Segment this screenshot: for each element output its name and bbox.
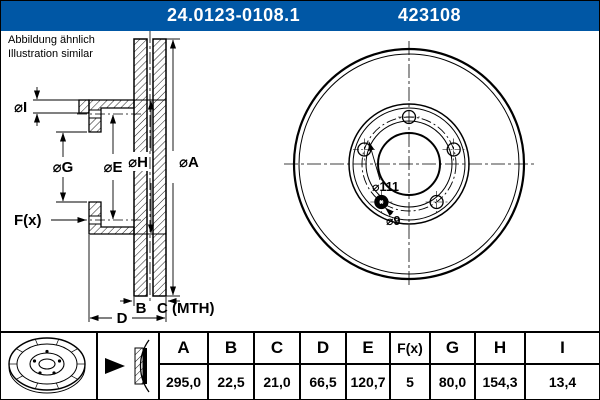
table-value-b: 22,5 bbox=[217, 374, 245, 390]
label-dia-111: ⌀111 bbox=[372, 180, 399, 194]
front-view bbox=[284, 41, 534, 288]
table-col-fx: F(x) 5 bbox=[391, 333, 431, 399]
header-bar: 24.0123-0108.1 423108 bbox=[1, 1, 599, 31]
table-col-b: B 22,5 bbox=[209, 333, 255, 399]
similarity-note-en: Illustration similar bbox=[8, 47, 93, 60]
table-header-g: G bbox=[431, 333, 474, 365]
technical-drawing: ⌀I ⌀G ⌀E ⌀H ⌀A F(x) B C (MTH) D bbox=[14, 31, 534, 327]
table-value-e: 120,7 bbox=[350, 374, 386, 390]
table-col-d: D 66,5 bbox=[301, 333, 347, 399]
table-header-d: D bbox=[301, 333, 345, 365]
table-value-g: 80,0 bbox=[438, 374, 467, 390]
table-header-i: I bbox=[526, 333, 599, 365]
table-col-a: A 295,0 bbox=[160, 333, 209, 399]
table-value-c: 21,0 bbox=[263, 374, 291, 390]
table-col-c: C 21,0 bbox=[255, 333, 301, 399]
spec-table: A 295,0 B 22,5 C 21,0 D 66,5 E 120,7 F(x… bbox=[1, 331, 599, 399]
table-value-fx: 5 bbox=[406, 374, 414, 390]
section-labels: ⌀I ⌀G ⌀E ⌀H ⌀A F(x) B C (MTH) D bbox=[14, 99, 214, 327]
label-dia-h: ⌀H bbox=[128, 154, 148, 171]
table-col-i: I 13,4 bbox=[526, 333, 599, 399]
table-value-h: 154,3 bbox=[482, 374, 518, 390]
table-col-e: E 120,7 bbox=[347, 333, 391, 399]
label-dia-i: ⌀I bbox=[14, 99, 27, 116]
table-col-g: G 80,0 bbox=[431, 333, 476, 399]
table-header-a: A bbox=[160, 333, 207, 365]
table-header-e: E bbox=[347, 333, 389, 365]
part-number: 24.0123-0108.1 bbox=[167, 5, 301, 25]
brake-disc-icon bbox=[1, 333, 98, 399]
section-dimension-lines bbox=[33, 38, 180, 322]
table-col-h: H 154,3 bbox=[476, 333, 526, 399]
table-header-c: C bbox=[255, 333, 299, 365]
similarity-note: Abbildung ähnlich Illustration similar bbox=[8, 34, 95, 62]
brake-pad-icon bbox=[98, 333, 160, 399]
label-f-x: F(x) bbox=[14, 212, 42, 229]
label-dia-9: ⌀9 bbox=[386, 214, 401, 228]
label-b: B bbox=[136, 300, 147, 317]
catalog-number: 423108 bbox=[398, 5, 462, 25]
label-dia-a: ⌀A bbox=[179, 154, 199, 171]
front-labels: ⌀111 ⌀9 bbox=[372, 180, 401, 228]
label-dia-g: ⌀G bbox=[53, 159, 74, 176]
similarity-note-de: Abbildung ähnlich bbox=[8, 34, 95, 46]
table-header-fx: F(x) bbox=[391, 333, 429, 365]
label-c-mth: C (MTH) bbox=[157, 300, 214, 317]
table-value-i: 13,4 bbox=[548, 374, 577, 390]
table-value-d: 66,5 bbox=[309, 374, 337, 390]
table-header-b: B bbox=[209, 333, 253, 365]
table-header-h: H bbox=[476, 333, 524, 365]
label-dia-e: ⌀E bbox=[103, 159, 122, 176]
table-value-a: 295,0 bbox=[165, 374, 202, 390]
label-d: D bbox=[117, 310, 128, 327]
